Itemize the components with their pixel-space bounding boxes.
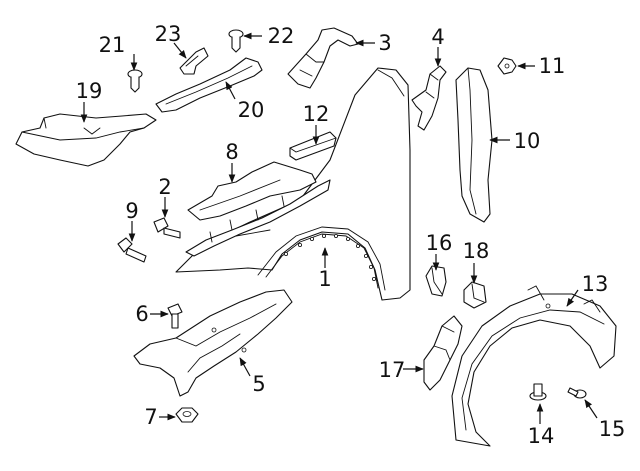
callout-9: 9 — [125, 199, 138, 223]
splash-shield-part — [15, 113, 157, 167]
callout-7: 7 — [144, 405, 157, 429]
push-pin-part-21 — [127, 69, 143, 93]
callout-1: 1 — [318, 267, 331, 291]
rail-extension-part — [155, 57, 263, 113]
callout-20: 20 — [238, 98, 265, 122]
callout-16: 16 — [426, 231, 453, 255]
foam-block-part — [289, 131, 337, 161]
callout-22: 22 — [268, 24, 295, 48]
callout-labels: 1 2 3 4 5 6 7 8 9 10 11 12 13 14 15 16 1… — [76, 22, 626, 448]
callout-14: 14 — [528, 424, 555, 448]
screw-part-15 — [567, 387, 587, 399]
clip-part-18 — [463, 281, 487, 309]
clip-part-23 — [179, 47, 209, 75]
callout-18: 18 — [463, 239, 490, 263]
callout-13: 13 — [582, 272, 609, 296]
callout-2: 2 — [158, 175, 171, 199]
callout-8: 8 — [225, 140, 238, 164]
callout-5: 5 — [252, 372, 265, 396]
bolt-part-2 — [153, 217, 181, 239]
bolt-part-6 — [167, 303, 183, 329]
callout-4: 4 — [431, 25, 444, 49]
lower-shield-part — [133, 289, 293, 397]
callout-10: 10 — [514, 129, 541, 153]
callout-11: 11 — [539, 54, 566, 78]
wheel-liner-part — [451, 285, 617, 447]
push-pin-part-22 — [228, 29, 244, 53]
callout-3: 3 — [378, 31, 391, 55]
bracket-part-17 — [423, 315, 463, 391]
vertical-seal-part — [455, 67, 493, 223]
strut-bracket-part — [287, 27, 359, 89]
bolt-part-9 — [117, 237, 147, 263]
callout-6: 6 — [135, 302, 148, 326]
fender-bracket-part — [185, 161, 331, 257]
nut-part-7 — [175, 407, 199, 423]
callout-23: 23 — [155, 22, 182, 46]
callout-17: 17 — [379, 358, 406, 382]
callout-19: 19 — [76, 79, 103, 103]
push-clip-part-11 — [497, 57, 517, 75]
leader-lines — [80, 32, 598, 424]
callout-21: 21 — [99, 33, 126, 57]
callout-15: 15 — [599, 417, 626, 441]
clip-part-16 — [425, 265, 447, 297]
bracket-part-4 — [411, 65, 447, 131]
fender-holes — [283, 233, 376, 281]
push-pin-part-14 — [529, 383, 547, 401]
callout-12: 12 — [303, 102, 330, 126]
